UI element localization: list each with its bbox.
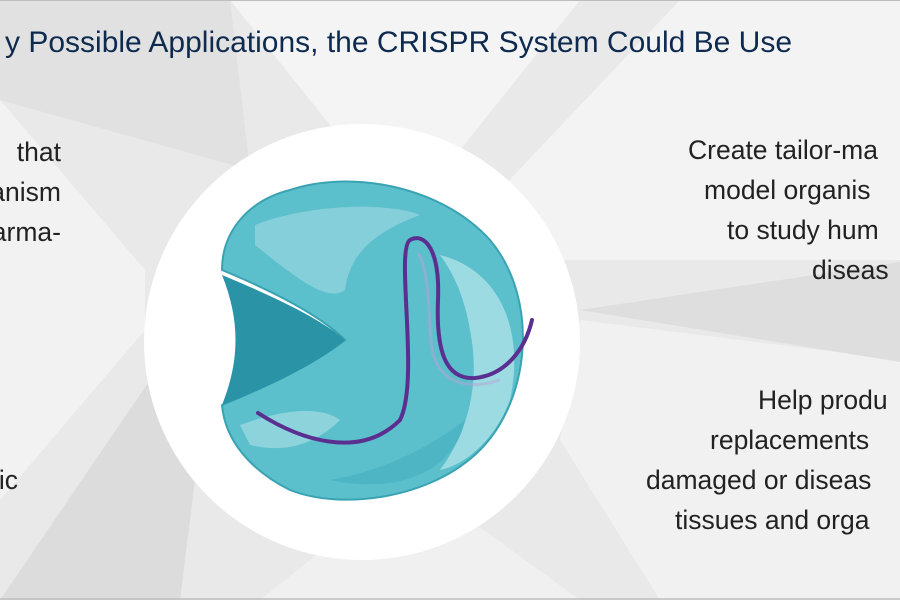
light-panel-top	[230, 0, 580, 150]
left-top-line-2: anism	[0, 177, 61, 207]
light-panel-right-top	[500, 0, 900, 260]
right-top-line-1: Create tailor-ma	[688, 135, 878, 165]
right-top-line-4: diseas	[812, 255, 889, 285]
right-top-text-block: Create tailor-ma model organis to study …	[660, 130, 900, 290]
crispr-cas9-protein-icon	[220, 180, 524, 501]
right-top-line-3: to study hum	[727, 215, 879, 245]
guide-rna-strand-icon	[256, 236, 534, 445]
dark-wedge-left-bottom	[0, 380, 200, 600]
right-bottom-line-4: tissues and orga	[675, 505, 870, 535]
left-top-line-1: that	[16, 137, 61, 167]
left-top-text-block: that anism arma-	[0, 132, 61, 252]
right-bottom-line-3: damaged or diseas	[646, 465, 872, 495]
light-panel-right-bottom	[560, 320, 900, 600]
page-title: y Possible Applications, the CRISPR Syst…	[5, 26, 793, 59]
light-panel-left	[0, 100, 145, 500]
right-bottom-text-block: Help produ replacements damaged or disea…	[640, 380, 900, 540]
dark-wedge-top-left	[0, 0, 250, 170]
left-bottom-line-1: ic	[0, 465, 18, 495]
dark-wedge-right	[580, 262, 900, 362]
right-bottom-line-2: replacements	[710, 425, 870, 455]
right-top-line-2: model organis	[704, 175, 871, 205]
left-bottom-text-block: ic	[0, 460, 18, 500]
right-bottom-line-1: Help produ	[758, 385, 888, 415]
left-top-line-3: arma-	[0, 217, 61, 247]
